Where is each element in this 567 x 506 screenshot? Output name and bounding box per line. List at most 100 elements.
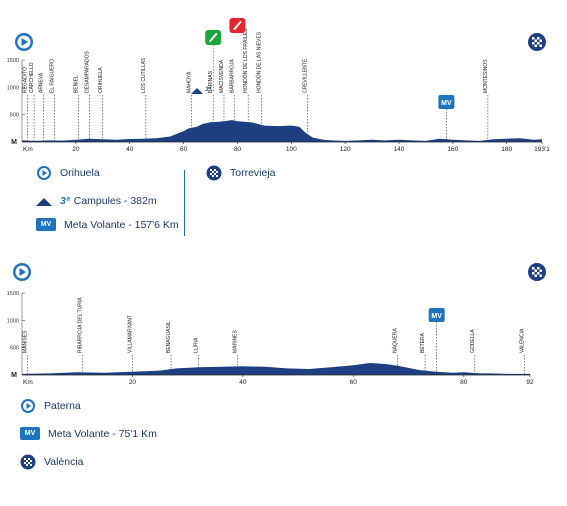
legend2-finish-row: València [20, 454, 84, 470]
legend-divider [184, 170, 185, 236]
checker-square [532, 42, 535, 45]
town-label: BÉTERA [419, 332, 426, 353]
y-axis-unit: M [11, 372, 17, 379]
x-tick-label: 140 [394, 146, 405, 153]
finish-flag-icon [528, 263, 546, 281]
mv-badge-box [428, 308, 445, 322]
legend2-finish-label: València [44, 456, 84, 468]
x-max-label: 193'1 [534, 146, 550, 153]
legend-mv-label: Meta Volante - 157'6 Km [64, 218, 179, 231]
mv-badge-text: MV [431, 313, 442, 320]
x-tick-label: 120 [340, 146, 351, 153]
finish-flag-icon [20, 454, 36, 470]
start-play-icon [21, 399, 35, 413]
checker-square [537, 272, 540, 275]
town-label: MAHOYA [187, 71, 193, 93]
start-play-icon [37, 166, 51, 180]
legend2-start-label: Paterna [44, 400, 81, 412]
mv-sprint-badge: MV [438, 95, 455, 109]
legend-climb-label: Campules - 382m [73, 195, 157, 207]
mv-badge-icon: MV [36, 218, 56, 231]
legend-start-label: Orihuela [60, 167, 100, 179]
checker-square [537, 267, 540, 270]
checker-square [532, 37, 535, 40]
checker-square [534, 269, 537, 272]
finish-flag-icon [206, 165, 222, 181]
green-jersey-icon [205, 30, 222, 45]
x-tick-label: 160 [447, 146, 458, 153]
town-label: RIBARROJA DEL TURIA [78, 297, 84, 353]
town-label: BENIEL [74, 75, 80, 93]
x-axis-unit: Km [23, 379, 33, 386]
checker-square [537, 42, 540, 45]
x-tick-label: 100 [286, 146, 297, 153]
finish-flag-icon [528, 33, 546, 51]
climb-category-label: 3ª [205, 86, 211, 93]
play-triangle [21, 38, 28, 46]
town-label: VALÈNCIA [518, 328, 525, 353]
town-label: HONDÓN DE LAS NIEVES [256, 31, 263, 93]
red-jersey-icon [229, 18, 246, 33]
checker-square [539, 274, 542, 277]
mv-sprint-badge: MV [428, 308, 445, 322]
checker-square [539, 39, 542, 42]
town-label: BARINAS [208, 70, 214, 93]
town-label: CREVILLENTE [302, 58, 308, 93]
legend-start-row: Orihuela [36, 165, 100, 181]
y-tick-label: 500 [10, 113, 19, 119]
y-tick-label: 1000 [7, 85, 19, 91]
town-label: MARINES [232, 330, 238, 353]
x-tick-label: 20 [72, 146, 80, 153]
y-tick-label: 1500 [7, 58, 19, 64]
town-label: CARCHELLO [29, 62, 35, 93]
town-label: BARBARROJA [230, 58, 236, 93]
mv-badge-box [438, 95, 455, 109]
legend-climb-category: 3ª [60, 195, 70, 207]
town-label: MANISES [23, 330, 29, 353]
play-triangle [19, 268, 26, 276]
mv-badge-text: MV [441, 100, 452, 107]
x-tick-label: 180 [501, 146, 512, 153]
checker-square [537, 37, 540, 40]
legend-finish-label: Torrevieja [230, 167, 276, 179]
y-tick-label: 1000 [7, 318, 19, 324]
checker-square [539, 269, 542, 272]
start-play-icon [15, 33, 33, 51]
town-label: EL RAIGUERO [49, 59, 55, 93]
town-label: REGADITO [22, 67, 28, 93]
climb-marker: 3ª [191, 86, 211, 94]
town-label: GODELLA [470, 329, 476, 353]
checker-square [534, 44, 537, 47]
legend2-mv-row: MV Meta Volante - 75'1 Km [20, 427, 157, 440]
legend-finish-row: Torrevieja [206, 165, 276, 181]
elevation-profile-area [22, 120, 542, 142]
mountain-climb-icon [191, 88, 204, 94]
legend-mv-row: MV Meta Volante - 157'6 Km [36, 218, 179, 231]
mountain-climb-icon [36, 198, 52, 206]
checker-square [532, 272, 535, 275]
red-jersey-mark [233, 21, 242, 30]
town-label: BENAGUASIL [166, 321, 172, 353]
start-play-icon [13, 263, 31, 281]
town-label: ORIHUELA [98, 67, 104, 93]
y-tick-label: 1500 [7, 291, 19, 297]
checker-square [532, 267, 535, 270]
town-label: MACISVENDA [219, 59, 225, 93]
town-label: DESAMPARADOS [84, 50, 90, 93]
town-label: HONDÓN DE LOS FRAILES [242, 28, 249, 93]
x-tick-label: 40 [239, 379, 247, 386]
checker-square [534, 39, 537, 42]
legend2-mv-label: Meta Volante - 75'1 Km [48, 427, 157, 440]
town-label: LLÍRIA [193, 337, 200, 353]
x-axis-unit: Km [23, 146, 33, 153]
elevation-profile-area [22, 363, 530, 375]
x-max-label: 92 [526, 379, 534, 386]
legend-climb-row: 3ª Campules - 382m [36, 193, 157, 209]
x-tick-label: 80 [234, 146, 242, 153]
town-label: LOS CUTILLAS [141, 57, 147, 93]
y-tick-label: 500 [10, 346, 19, 352]
x-tick-label: 20 [129, 379, 137, 386]
y-axis-unit: M [11, 139, 17, 146]
